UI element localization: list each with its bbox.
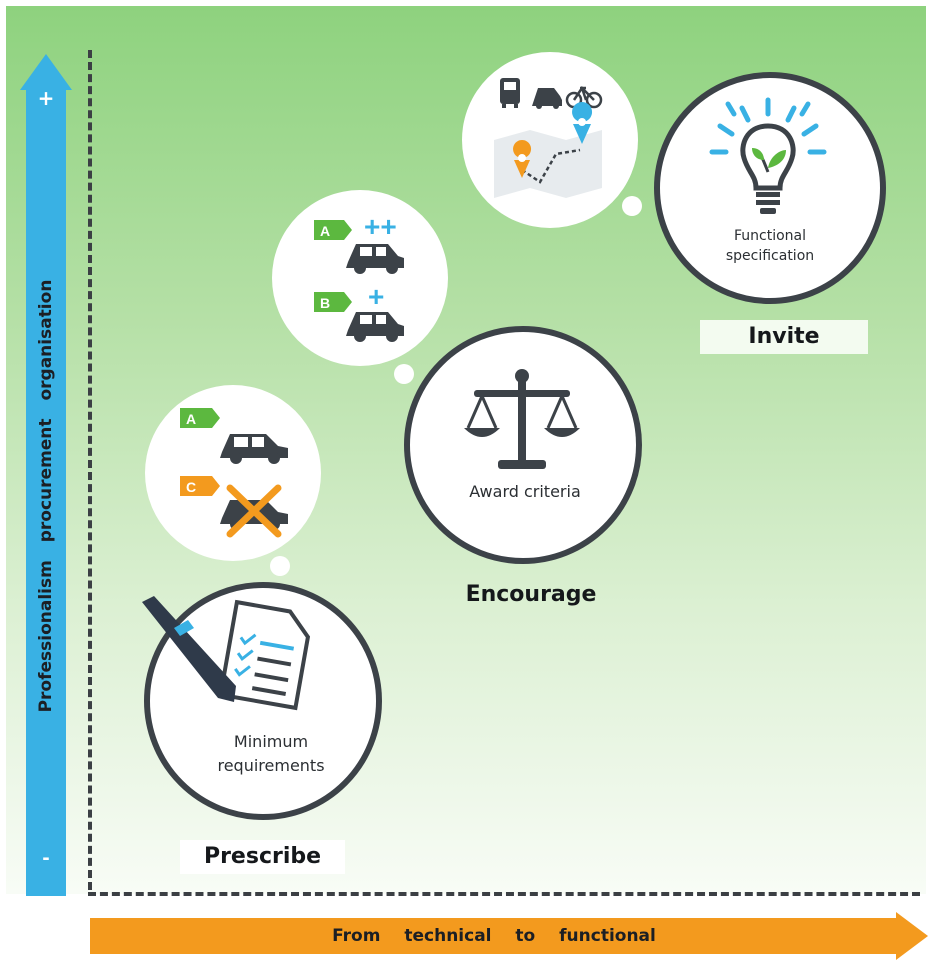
car-icon: [532, 88, 562, 109]
horizontal-arrow: [90, 918, 898, 954]
circle-label-line-1: Functional: [733, 228, 807, 244]
vertical-dashed-axis: [88, 50, 92, 890]
stage-circle-label-encourage: Award criteria: [469, 482, 581, 501]
stage-title-invite: Invite: [700, 320, 868, 354]
label-letter: A: [186, 411, 196, 427]
vertical-axis-label: Professionalism procurement organisation: [36, 279, 56, 713]
vertical-axis-minus: -: [42, 848, 50, 869]
car-icon: [220, 434, 288, 464]
thought-dot-invite: [622, 196, 642, 216]
horizontal-arrow-head: [896, 912, 928, 960]
map-route-icon: [494, 102, 602, 198]
thought-bubble-invite-icons: [494, 78, 603, 198]
energy-label-A-icon: A: [180, 408, 220, 428]
stage-title-encourage: Encourage: [465, 582, 597, 607]
plus-icon: +: [368, 281, 384, 312]
circle-label-line-2: requirements: [217, 756, 325, 775]
car-icon: [346, 312, 404, 342]
lightbulb-icon: [709, 97, 827, 214]
horizontal-axis-label: From technical to functional: [332, 926, 656, 946]
checklist-pen-icon: [142, 596, 311, 711]
vertical-axis-plus: +: [37, 86, 55, 110]
horizontal-dashed-axis: [88, 892, 920, 896]
thought-dot-encourage: [394, 364, 414, 384]
bus-icon: [500, 78, 520, 108]
label-letter: B: [320, 295, 330, 311]
car-icon: [346, 244, 404, 274]
energy-label-B-icon: B: [314, 292, 352, 312]
circle-label-line-1: Minimum: [233, 732, 309, 751]
circle-label-line-2: specification: [725, 248, 815, 264]
label-letter: A: [320, 223, 330, 239]
vertical-arrow-head: [20, 54, 72, 90]
thought-dot-prescribe: [270, 556, 290, 576]
thought-bubble-encourage-icons: A ++ B +: [314, 211, 404, 342]
energy-label-A-icon: A: [314, 220, 352, 240]
label-letter: C: [186, 479, 196, 495]
stage-circle-label-prescribe: Minimum requirements: [196, 730, 346, 778]
stage-title-prescribe: Prescribe: [180, 840, 345, 874]
crossed-out-car-icon: [220, 484, 288, 538]
energy-label-C-icon: C: [180, 476, 220, 496]
thought-bubble-prescribe-icons: A C: [180, 408, 288, 538]
vertical-arrow: [26, 88, 66, 896]
scales-icon: [464, 369, 580, 469]
stage-circle-label-invite: Functional specification: [700, 226, 840, 266]
plus-plus-icon: ++: [364, 211, 397, 242]
